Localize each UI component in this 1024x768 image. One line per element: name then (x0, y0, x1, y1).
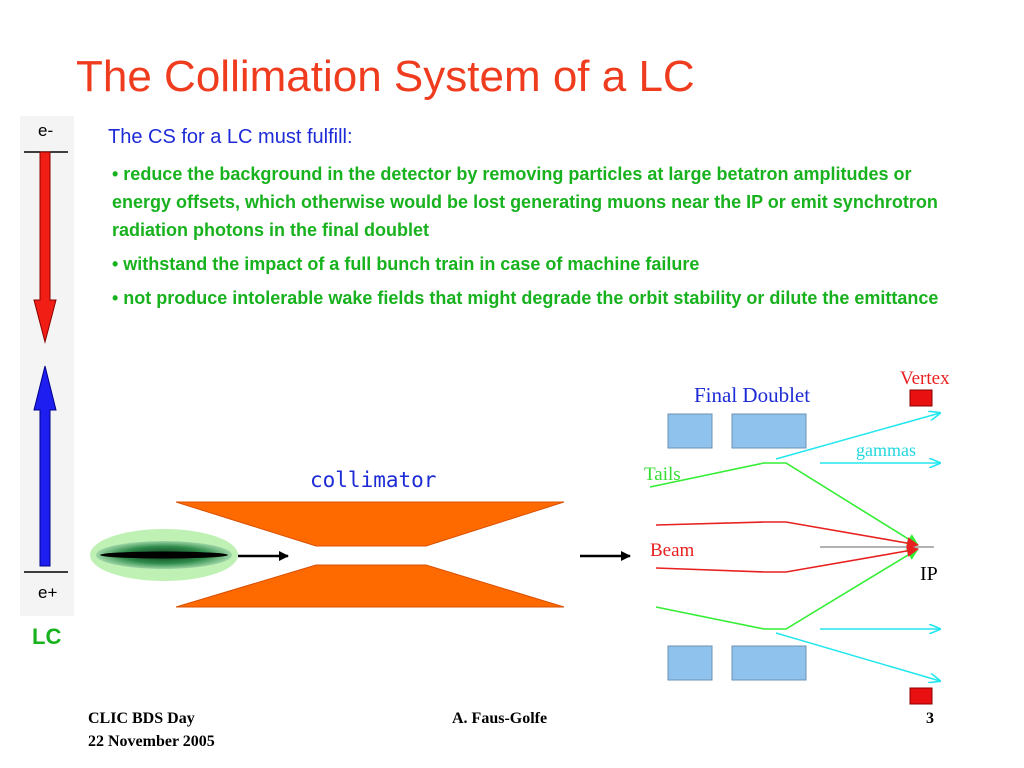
ip-label: IP (920, 563, 938, 585)
slide-subtitle: The CS for a LC must fulfill: (108, 126, 353, 148)
vertex-detector-bottom (909, 687, 933, 705)
gamma-ray-1 (775, 413, 940, 460)
lc-panel (20, 116, 74, 616)
bullet-background: • reduce the background in the detector … (112, 164, 938, 240)
slide-title: The Collimation System of a LC (76, 52, 695, 101)
tails-label: Tails (644, 464, 681, 485)
final-doublet-magnet-bottom-1 (667, 645, 713, 681)
collimator-upper-jaw (175, 501, 565, 547)
beam-center (100, 551, 228, 559)
beam-trajectory-bottom (655, 544, 919, 573)
bullet-list: • reduce the background in the detector … (112, 160, 952, 318)
beam-trajectory-top (655, 521, 919, 550)
bullet-withstand: • withstand the impact of a full bunch t… (112, 254, 700, 274)
beam-label: Beam (650, 540, 695, 561)
final-doublet-magnet-bottom-2 (731, 645, 807, 681)
collimator-lower-jaw (175, 564, 565, 608)
gammas-label: gammas (856, 440, 916, 460)
positron-label: e+ (38, 583, 57, 602)
lc-label: LC (32, 624, 62, 649)
final-doublet-magnet-top-1 (667, 413, 713, 449)
collimator (90, 501, 631, 608)
vertex-label: Vertex (900, 368, 950, 389)
footer-date: 22 November 2005 (88, 733, 215, 750)
footer-author: A. Faus-Golfe (452, 710, 548, 727)
footer-event: CLIC BDS Day (88, 710, 195, 727)
bullet-wakefields: • not produce intolerable wake fields th… (112, 288, 939, 308)
vertex-detector-top (909, 389, 933, 407)
ir-diagram: Final Doublet Vertex gammas Tails Beam I… (644, 368, 950, 705)
electron-label: e- (38, 121, 53, 140)
final-doublet-label: Final Doublet (694, 383, 810, 407)
collimator-label: collimator (310, 468, 437, 492)
positron-arrow (33, 365, 57, 567)
footer-page-number: 3 (926, 710, 934, 727)
tail-trajectory-top (649, 462, 919, 546)
final-doublet-magnet-top-2 (731, 413, 807, 449)
tail-trajectory-bottom (655, 548, 919, 630)
electron-arrow (33, 151, 57, 344)
gamma-ray-4 (775, 632, 940, 681)
